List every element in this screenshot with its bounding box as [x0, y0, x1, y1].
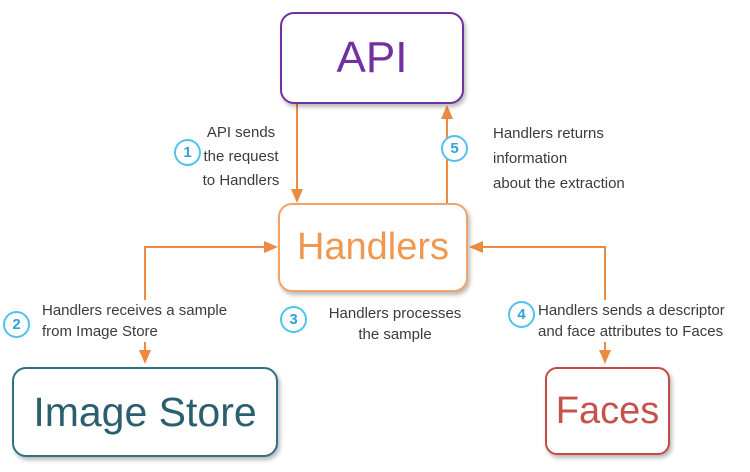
step-1-badge: 1: [174, 139, 201, 166]
node-handlers-label: Handlers: [296, 226, 450, 268]
step-5-badge: 5: [441, 135, 468, 162]
node-api-label: API: [336, 33, 408, 82]
step-2-badge: 2: [3, 311, 30, 338]
node-image-store: Image Store: [12, 367, 278, 457]
step-1-text: API sends the request to Handlers: [202, 124, 280, 189]
node-image-store-label: Image Store: [33, 388, 257, 435]
step-4-badge: 4: [508, 301, 535, 328]
step-4-text: Handlers sends a descriptor and face att…: [538, 300, 750, 342]
step-5-text: Handlers returns information about the e…: [493, 125, 625, 192]
node-faces: Faces: [545, 367, 670, 455]
arrow-handlers-to-api: [441, 105, 453, 203]
step-3-badge: 3: [280, 306, 307, 333]
node-handlers: Handlers: [278, 203, 468, 292]
arrow-api-to-handlers: [291, 104, 303, 203]
step-3-text: Handlers processes the sample: [328, 305, 462, 343]
step-2-text: Handlers receives a sample from Image St…: [42, 300, 248, 342]
node-api: API: [280, 12, 464, 104]
node-faces-label: Faces: [555, 389, 660, 432]
